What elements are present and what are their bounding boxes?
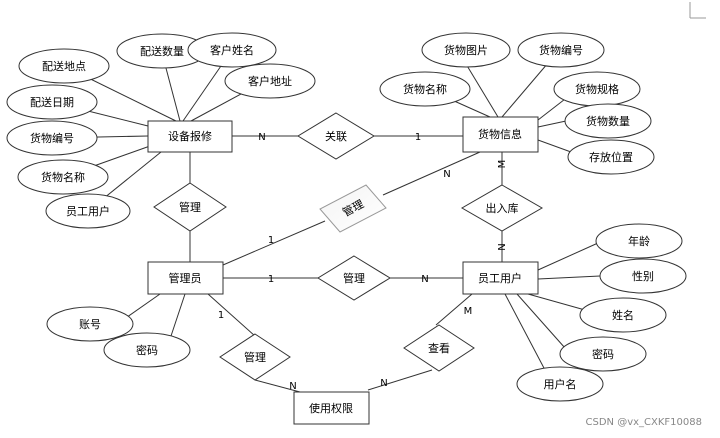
attribute-gender[interactable]: 性别 <box>599 258 687 294</box>
attribute-admin-password-label: 密码 <box>136 343 158 357</box>
attribute-repair-goods-name[interactable]: 货物名称 <box>17 159 109 195</box>
attribute-delivery-location-label: 配送地点 <box>42 59 86 73</box>
entity-access-rights-label: 使用权限 <box>309 402 353 415</box>
attribute-repair-goods-id-label: 货物编号 <box>30 131 74 145</box>
attribute-username[interactable]: 用户名 <box>516 366 604 402</box>
attribute-name-label: 姓名 <box>612 308 634 322</box>
entity-employee-user-label: 员工用户 <box>478 271 522 285</box>
card-rights-from-employee: N <box>380 378 387 389</box>
relationship-view-label: 查看 <box>428 341 450 355</box>
card-rights-from-admin: N <box>289 381 296 392</box>
attribute-goods-id-label: 货物编号 <box>539 43 583 57</box>
card-admin-rights: 1 <box>218 310 224 321</box>
attribute-goods-image-label: 货物图片 <box>444 43 488 57</box>
entity-employee-user[interactable]: 员工用户 <box>462 261 539 295</box>
attribute-repair-employee-user[interactable]: 员工用户 <box>45 193 131 229</box>
card-admin-employee: 1 <box>268 274 274 285</box>
attribute-account[interactable]: 账号 <box>46 306 134 342</box>
relationship-manage-goods[interactable]: 管理 <box>319 184 387 233</box>
relationship-in-out-stock[interactable]: 出入库 <box>460 184 544 232</box>
card-link-goods: 1 <box>415 132 421 143</box>
card-stock-employee: N <box>497 243 508 250</box>
attribute-admin-password[interactable]: 密码 <box>103 332 191 368</box>
attribute-repair-goods-id[interactable]: 货物编号 <box>6 120 98 156</box>
attribute-delivery-date-label: 配送日期 <box>30 95 74 109</box>
entity-goods-info[interactable]: 货物信息 <box>462 116 539 153</box>
attribute-customer-name-label: 客户姓名 <box>210 43 254 57</box>
attribute-storage-location[interactable]: 存放位置 <box>567 139 655 175</box>
attribute-goods-name-label: 货物名称 <box>403 82 447 96</box>
card-employee-admin: N <box>421 274 428 285</box>
relationship-view[interactable]: 查看 <box>403 324 475 372</box>
attribute-goods-name[interactable]: 货物名称 <box>379 71 471 107</box>
attribute-employee-password-label: 密码 <box>592 347 614 361</box>
attribute-goods-spec[interactable]: 货物规格 <box>553 71 641 107</box>
attribute-customer-address[interactable]: 客户地址 <box>224 63 316 99</box>
relationship-manage-repair[interactable]: 管理 <box>153 182 227 232</box>
card-repair-link: N <box>258 132 265 143</box>
attribute-account-label: 账号 <box>79 318 101 331</box>
attribute-employee-password[interactable]: 密码 <box>559 336 647 372</box>
relationship-manage-employee-label: 管理 <box>343 271 365 285</box>
relationship-manage-rights-label: 管理 <box>244 350 266 364</box>
attribute-storage-location-label: 存放位置 <box>589 150 633 164</box>
entity-goods-info-label: 货物信息 <box>478 127 522 141</box>
card-goods-stock: M <box>497 160 508 169</box>
relationship-in-out-stock-label: 出入库 <box>486 201 519 215</box>
attribute-goods-spec-label: 货物规格 <box>575 82 619 96</box>
relationship-manage-rights[interactable]: 管理 <box>219 333 291 381</box>
attribute-goods-id[interactable]: 货物编号 <box>517 32 605 68</box>
attribute-goods-quantity-label: 货物数量 <box>586 114 630 128</box>
attribute-age-label: 年龄 <box>628 234 650 248</box>
entity-admin-label: 管理员 <box>169 271 202 285</box>
attribute-delivery-location[interactable]: 配送地点 <box>18 48 110 84</box>
attribute-gender-label: 性别 <box>632 269 654 283</box>
card-admin-goods: 1 <box>268 235 274 246</box>
relationship-link-label: 关联 <box>325 129 347 143</box>
entity-access-rights[interactable]: 使用权限 <box>293 391 370 425</box>
watermark: CSDN @vx_CXKF10088 <box>586 417 702 428</box>
attribute-goods-quantity[interactable]: 货物数量 <box>564 103 652 139</box>
attribute-customer-name[interactable]: 客户姓名 <box>187 32 277 68</box>
entity-equipment-repair[interactable]: 设备报修 <box>147 120 233 153</box>
relationship-link[interactable]: 关联 <box>297 112 375 160</box>
attribute-username-label: 用户名 <box>544 377 577 391</box>
entity-equipment-repair-label: 设备报修 <box>168 129 212 143</box>
attribute-repair-goods-name-label: 货物名称 <box>41 170 85 184</box>
attribute-customer-address-label: 客户地址 <box>248 74 292 88</box>
card-employee-rights: M <box>464 306 473 317</box>
attribute-delivery-quantity-label: 配送数量 <box>140 44 184 58</box>
attribute-repair-employee-user-label: 员工用户 <box>66 204 110 218</box>
attribute-name[interactable]: 姓名 <box>579 297 667 333</box>
attribute-age[interactable]: 年龄 <box>595 223 683 259</box>
attribute-delivery-date[interactable]: 配送日期 <box>6 84 98 120</box>
attribute-goods-image[interactable]: 货物图片 <box>421 32 511 68</box>
relationship-manage-employee[interactable]: 管理 <box>317 255 391 301</box>
relationship-manage-repair-label: 管理 <box>179 200 201 214</box>
card-goods-admin: N <box>443 169 450 180</box>
entity-admin[interactable]: 管理员 <box>147 261 224 295</box>
